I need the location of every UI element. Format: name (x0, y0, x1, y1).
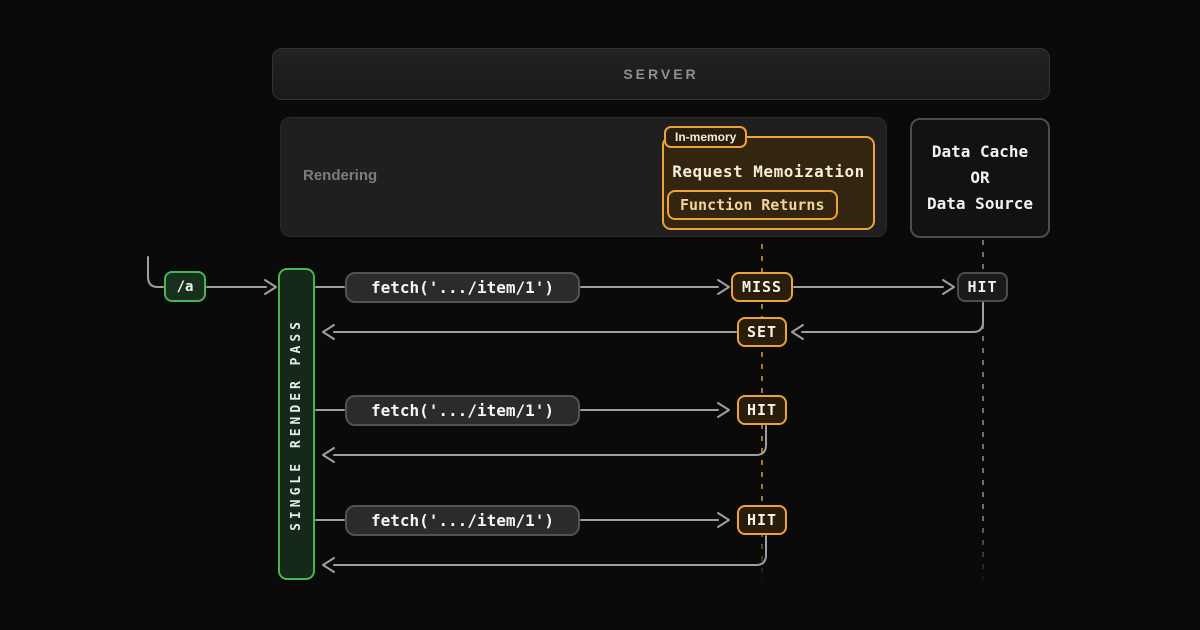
fetch-pill-2: fetch('.../item/1') (345, 395, 580, 426)
server-label: SERVER (623, 66, 699, 82)
arrowhead-left (791, 324, 804, 340)
hit-to-set-line (801, 302, 984, 333)
rendering-label: Rendering (303, 167, 378, 184)
arrowhead-left (322, 447, 335, 463)
server-box: SERVER (272, 48, 1050, 100)
hit-badge-2: HIT (737, 395, 787, 425)
request-memoization-title: Request Memoization (672, 162, 865, 181)
data-cache-line2: OR (970, 168, 990, 187)
arrowhead-right (717, 512, 730, 528)
data-cache-line3: Data Source (927, 194, 1033, 213)
arrowhead-left (322, 557, 335, 573)
arrowhead-right (717, 279, 730, 295)
arrowhead-left (322, 324, 335, 340)
route-badge: /a (164, 271, 206, 302)
miss-badge: MISS (731, 272, 793, 302)
data-cache-box: Data Cache OR Data Source (910, 118, 1050, 238)
arrowhead-right (717, 402, 730, 418)
fetch-pill-1: fetch('.../item/1') (345, 272, 580, 303)
request-memoization-box: Request Memoization Function Returns (662, 136, 875, 230)
single-render-pass-label: SINGLE RENDER PASS (289, 317, 304, 531)
hit2-return-line (333, 425, 767, 456)
single-render-pass-bar: SINGLE RENDER PASS (278, 268, 315, 580)
arrowhead-right (942, 279, 955, 295)
arrowhead-right (264, 279, 277, 295)
route-incoming-line (147, 256, 164, 288)
set-badge: SET (737, 317, 787, 347)
in-memory-badge: In-memory (664, 126, 748, 148)
function-returns-badge: Function Returns (667, 190, 838, 220)
fetch-pill-3: fetch('.../item/1') (345, 505, 580, 536)
data-source-hit-badge: HIT (957, 272, 1008, 302)
hit3-return-line (333, 535, 767, 566)
data-cache-line1: Data Cache (931, 142, 1029, 161)
hit-badge-3: HIT (737, 505, 787, 535)
